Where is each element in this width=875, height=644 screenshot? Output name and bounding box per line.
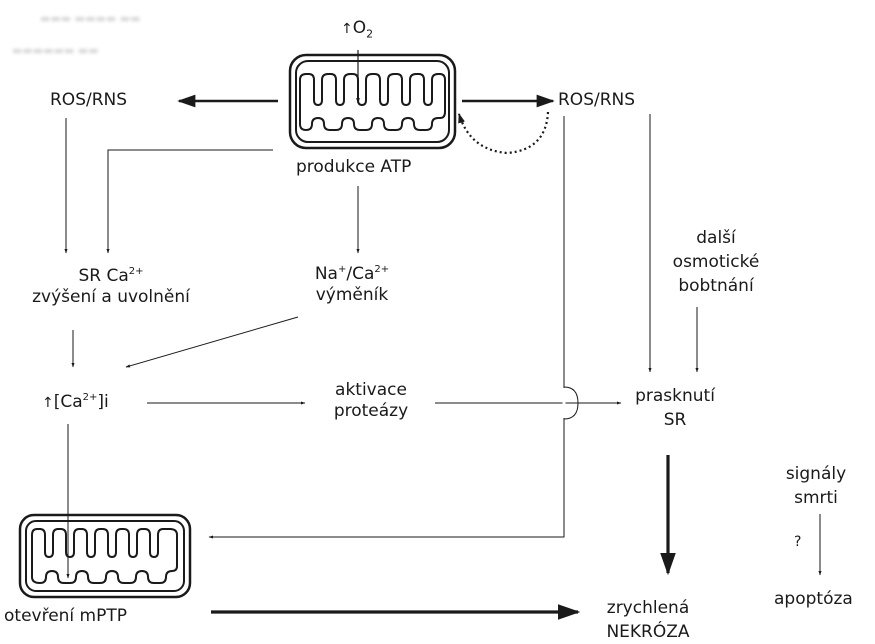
up-arrow-icon: ↑ <box>341 21 353 37</box>
osmotic-swelling-label: další osmotické bobtnání <box>660 226 772 298</box>
arrow-ros-right-to-mitochondrion <box>209 116 564 537</box>
ros-rns-right-label: ROS/RNS <box>558 90 635 111</box>
line-crossing-gap <box>563 388 566 418</box>
death-signals-label: signály smrti <box>768 462 864 510</box>
sr-rupture-label: prasknutí SR <box>620 384 730 432</box>
question-mark-label: ? <box>794 532 801 553</box>
mitochondrion-top-icon <box>290 55 455 148</box>
up-arrow-icon: ↑ <box>42 395 54 411</box>
blurred-header-artifact-2: ▬▬▬▬▬▬ ▬▬ <box>12 44 99 57</box>
arrow-exchanger-to-ca <box>126 317 298 367</box>
mitochondrion-bottom-icon <box>20 515 190 597</box>
protease-activation-label: aktivace proteázy <box>312 380 430 422</box>
arrow-atp-to-sr <box>108 150 273 253</box>
accelerated-necrosis-label: zrychlená NEKRÓZA <box>578 596 718 644</box>
blurred-header-artifact: ▬▬▬ ▬▬▬▬ ▬▬ <box>40 12 141 25</box>
na-ca-exchanger-label: Na+/Ca2+ výměník <box>296 264 408 306</box>
sr-calcium-label: SR Ca2+ zvýšení a uvolnění <box>6 266 216 308</box>
atp-production-label: produkce ATP <box>296 157 411 178</box>
mptp-opening-label: otevření mPTP <box>4 606 127 627</box>
dotted-feedback-arrow <box>459 112 548 153</box>
ros-rns-left-label: ROS/RNS <box>50 90 127 111</box>
o2-label: ↑O2 <box>341 18 373 44</box>
intracellular-calcium-label: ↑[Ca2+]i <box>42 392 109 414</box>
apoptosis-label: apoptóza <box>774 589 853 610</box>
